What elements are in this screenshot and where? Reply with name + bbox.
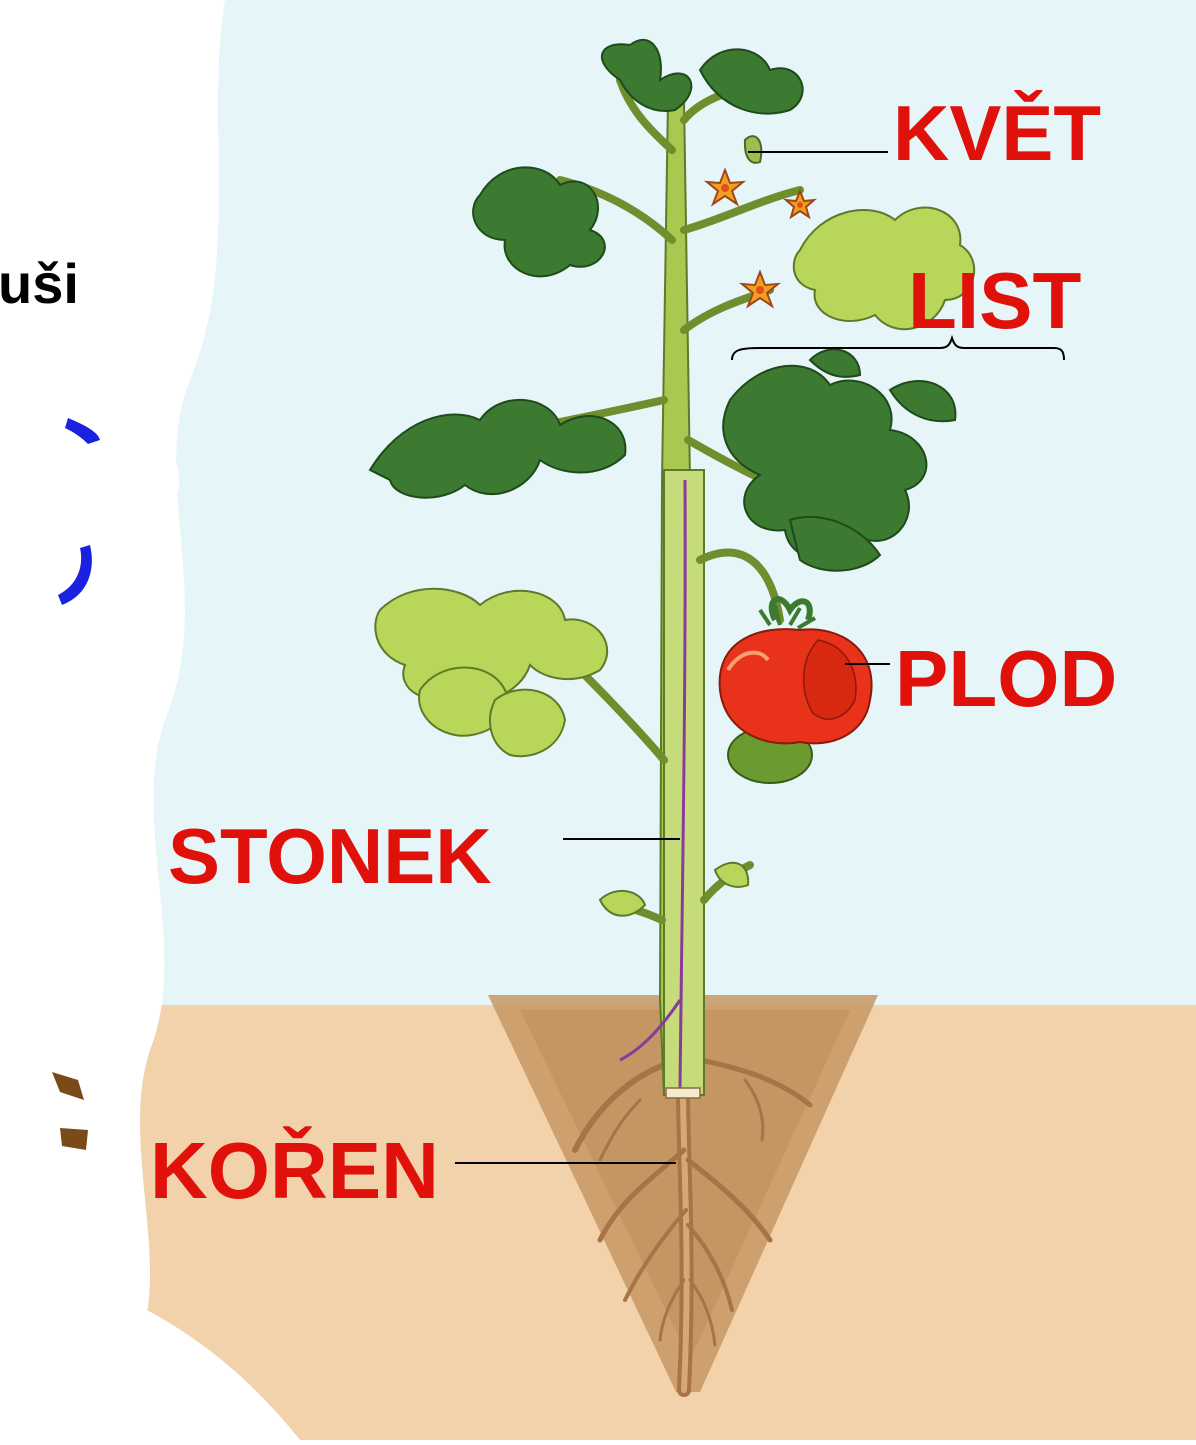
- blue-fragment: [65, 418, 100, 444]
- label-koren: KOŘEN: [150, 1126, 439, 1215]
- brown-fragment: [60, 1128, 88, 1150]
- blue-fragment: [58, 545, 92, 605]
- side-text-fragment: uši: [0, 256, 79, 312]
- flower-bud: [745, 136, 761, 163]
- label-plod: PLOD: [895, 634, 1117, 723]
- label-list: LIST: [908, 256, 1081, 345]
- label-stonek: STONEK: [168, 812, 492, 900]
- label-kvet: KVĚT: [893, 89, 1101, 177]
- brown-fragment: [52, 1072, 84, 1100]
